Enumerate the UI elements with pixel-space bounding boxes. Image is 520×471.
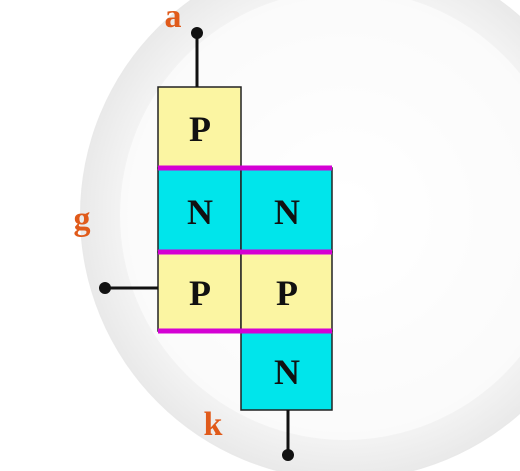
- anode-label: a: [165, 0, 182, 35]
- layer-label-n-right: N: [274, 192, 300, 232]
- anode-terminal-dot: [191, 27, 203, 39]
- cathode-terminal-dot: [282, 449, 294, 461]
- layer-p-top: [157, 86, 242, 169]
- layer-label-p-left: P: [189, 273, 211, 313]
- layer-label-n-bottom: N: [274, 352, 300, 392]
- gate-terminal-dot: [99, 282, 111, 294]
- layer-label-n-left: N: [187, 192, 213, 232]
- gate-label: g: [74, 201, 91, 238]
- layer-label-p-right: P: [276, 273, 298, 313]
- cathode-label: k: [204, 406, 223, 443]
- layer-p-left: [157, 251, 242, 332]
- layer-label-p-top: P: [189, 109, 211, 149]
